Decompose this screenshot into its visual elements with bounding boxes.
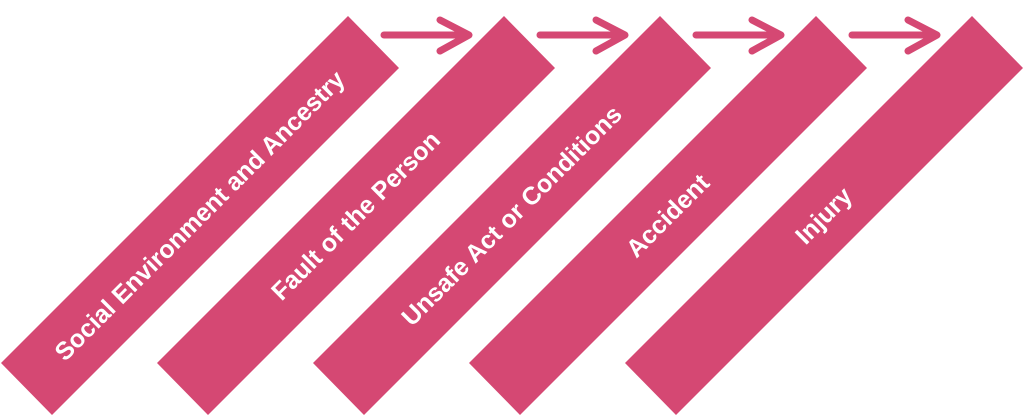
domino-bar bbox=[313, 16, 711, 415]
domino-bar bbox=[625, 16, 1023, 415]
domino-bar bbox=[1, 16, 399, 415]
arrow-right-icon bbox=[536, 16, 629, 55]
arrow-right-icon bbox=[848, 16, 941, 55]
arrow-right-icon bbox=[692, 16, 785, 55]
arrow-right-icon bbox=[380, 16, 473, 55]
domino-step-5: Injury bbox=[625, 16, 1023, 415]
domino-bar bbox=[157, 16, 555, 415]
domino-bar bbox=[469, 16, 867, 415]
